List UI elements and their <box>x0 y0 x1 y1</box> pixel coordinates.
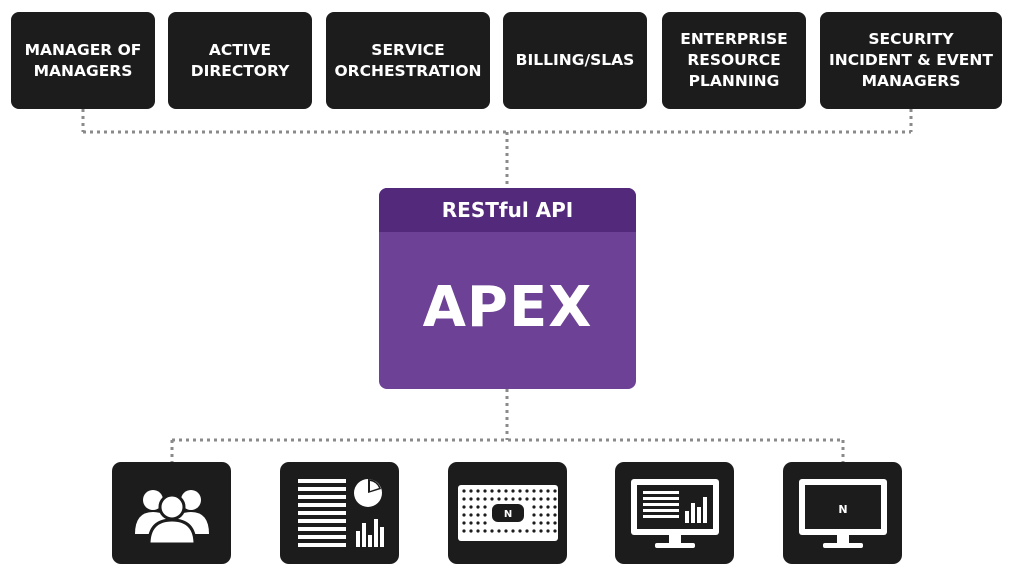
grille-dot <box>503 529 508 533</box>
grille-dot <box>482 529 487 533</box>
grille-dot <box>475 513 480 517</box>
grille-dot <box>468 529 473 533</box>
users-group-icon <box>134 490 209 546</box>
grille-dot <box>517 529 522 533</box>
grille-dot <box>482 489 487 493</box>
grille-dot <box>538 489 543 493</box>
system-security-incident-event-managers: SECURITY INCIDENT & EVENT MANAGERS <box>820 12 1002 109</box>
bottom-box-appliance: N <box>448 462 567 564</box>
grille-dot <box>524 489 529 493</box>
apex-platform-block: RESTful API APEX <box>379 188 636 389</box>
grille-dot <box>461 505 466 509</box>
grille-dot <box>475 489 480 493</box>
grille-dot <box>482 497 487 501</box>
grille-dot <box>461 489 466 493</box>
bottom-box-monitor-logo: N <box>783 462 902 564</box>
system-active-directory: ACTIVE DIRECTORY <box>168 12 312 109</box>
grille-dot <box>531 513 536 517</box>
grille-dot <box>475 521 480 525</box>
grille-dot <box>531 505 536 509</box>
grille-dot <box>482 513 487 517</box>
grille-dot <box>545 529 550 533</box>
bottom-box-monitor-chart <box>615 462 734 564</box>
appliance-logo-glyph: N <box>503 509 511 520</box>
grille-dot <box>545 505 550 509</box>
grille-dot <box>538 497 543 501</box>
grille-dot <box>517 489 522 493</box>
grille-dot <box>538 521 543 525</box>
grille-dot <box>489 529 494 533</box>
grille-dot <box>468 513 473 517</box>
grille-dot <box>475 497 480 501</box>
grille-dot <box>510 529 515 533</box>
grille-dot <box>468 521 473 525</box>
apex-title: APEX <box>422 275 593 340</box>
grille-dot <box>531 521 536 525</box>
grille-dot <box>552 497 557 501</box>
grille-dot <box>538 505 543 509</box>
system-label: SERVICE ORCHESTRATION <box>334 40 482 80</box>
grille-dot <box>531 489 536 493</box>
grille-dot <box>461 497 466 501</box>
bottom-box-users <box>112 462 231 564</box>
system-label: ENTERPRISE RESOURCE PLANNING <box>680 30 788 90</box>
grille-dot <box>489 489 494 493</box>
system-label: ACTIVE DIRECTORY <box>190 40 290 80</box>
grille-dot <box>552 489 557 493</box>
grille-dot <box>503 497 508 501</box>
grille-dot <box>482 521 487 525</box>
system-enterprise-resource-planning: ENTERPRISE RESOURCE PLANNING <box>662 12 806 109</box>
grille-dot <box>461 513 466 517</box>
grille-dot <box>489 497 494 501</box>
grille-dot <box>552 521 557 525</box>
grille-dot <box>482 505 487 509</box>
grille-dot <box>552 505 557 509</box>
grille-dot <box>496 489 501 493</box>
grille-dot <box>524 529 529 533</box>
grille-dot <box>552 513 557 517</box>
monitor-chart-icon <box>630 479 719 548</box>
grille-dot <box>475 505 480 509</box>
grille-dot <box>552 529 557 533</box>
bottom-box-reports <box>280 462 399 564</box>
grille-dot <box>468 497 473 501</box>
grille-dot <box>496 497 501 501</box>
grille-dot <box>538 529 543 533</box>
grille-dot <box>461 521 466 525</box>
grille-dot <box>545 489 550 493</box>
system-label: MANAGER OF MANAGERS <box>24 40 142 80</box>
grille-dot <box>545 521 550 525</box>
monitor-logo-icon: N <box>798 479 887 548</box>
grille-dot <box>531 529 536 533</box>
restful-api-header: RESTful API <box>379 188 636 232</box>
grille-dot <box>517 497 522 501</box>
system-billing-slas: BILLING/SLAS <box>503 12 647 109</box>
grille-dot <box>468 505 473 509</box>
system-manager-of-managers: MANAGER OF MANAGERS <box>11 12 155 109</box>
grille-dot <box>510 497 515 501</box>
appliance-hardware-icon: N <box>457 485 558 541</box>
system-label: SECURITY INCIDENT & EVENT MANAGERS <box>829 30 993 90</box>
monitor-logo-glyph: N <box>838 503 847 516</box>
grille-dot <box>475 529 480 533</box>
grille-dot <box>531 497 536 501</box>
grille-dot <box>510 489 515 493</box>
grille-dot <box>524 497 529 501</box>
grille-dot <box>545 497 550 501</box>
grille-dot <box>503 489 508 493</box>
report-document-icon <box>297 479 384 547</box>
grille-dot <box>496 529 501 533</box>
grille-dot <box>468 489 473 493</box>
grille-dot <box>545 513 550 517</box>
grille-dot <box>461 529 466 533</box>
system-service-orchestration: SERVICE ORCHESTRATION <box>326 12 490 109</box>
grille-dot <box>538 513 543 517</box>
system-label: BILLING/SLAS <box>515 51 635 69</box>
